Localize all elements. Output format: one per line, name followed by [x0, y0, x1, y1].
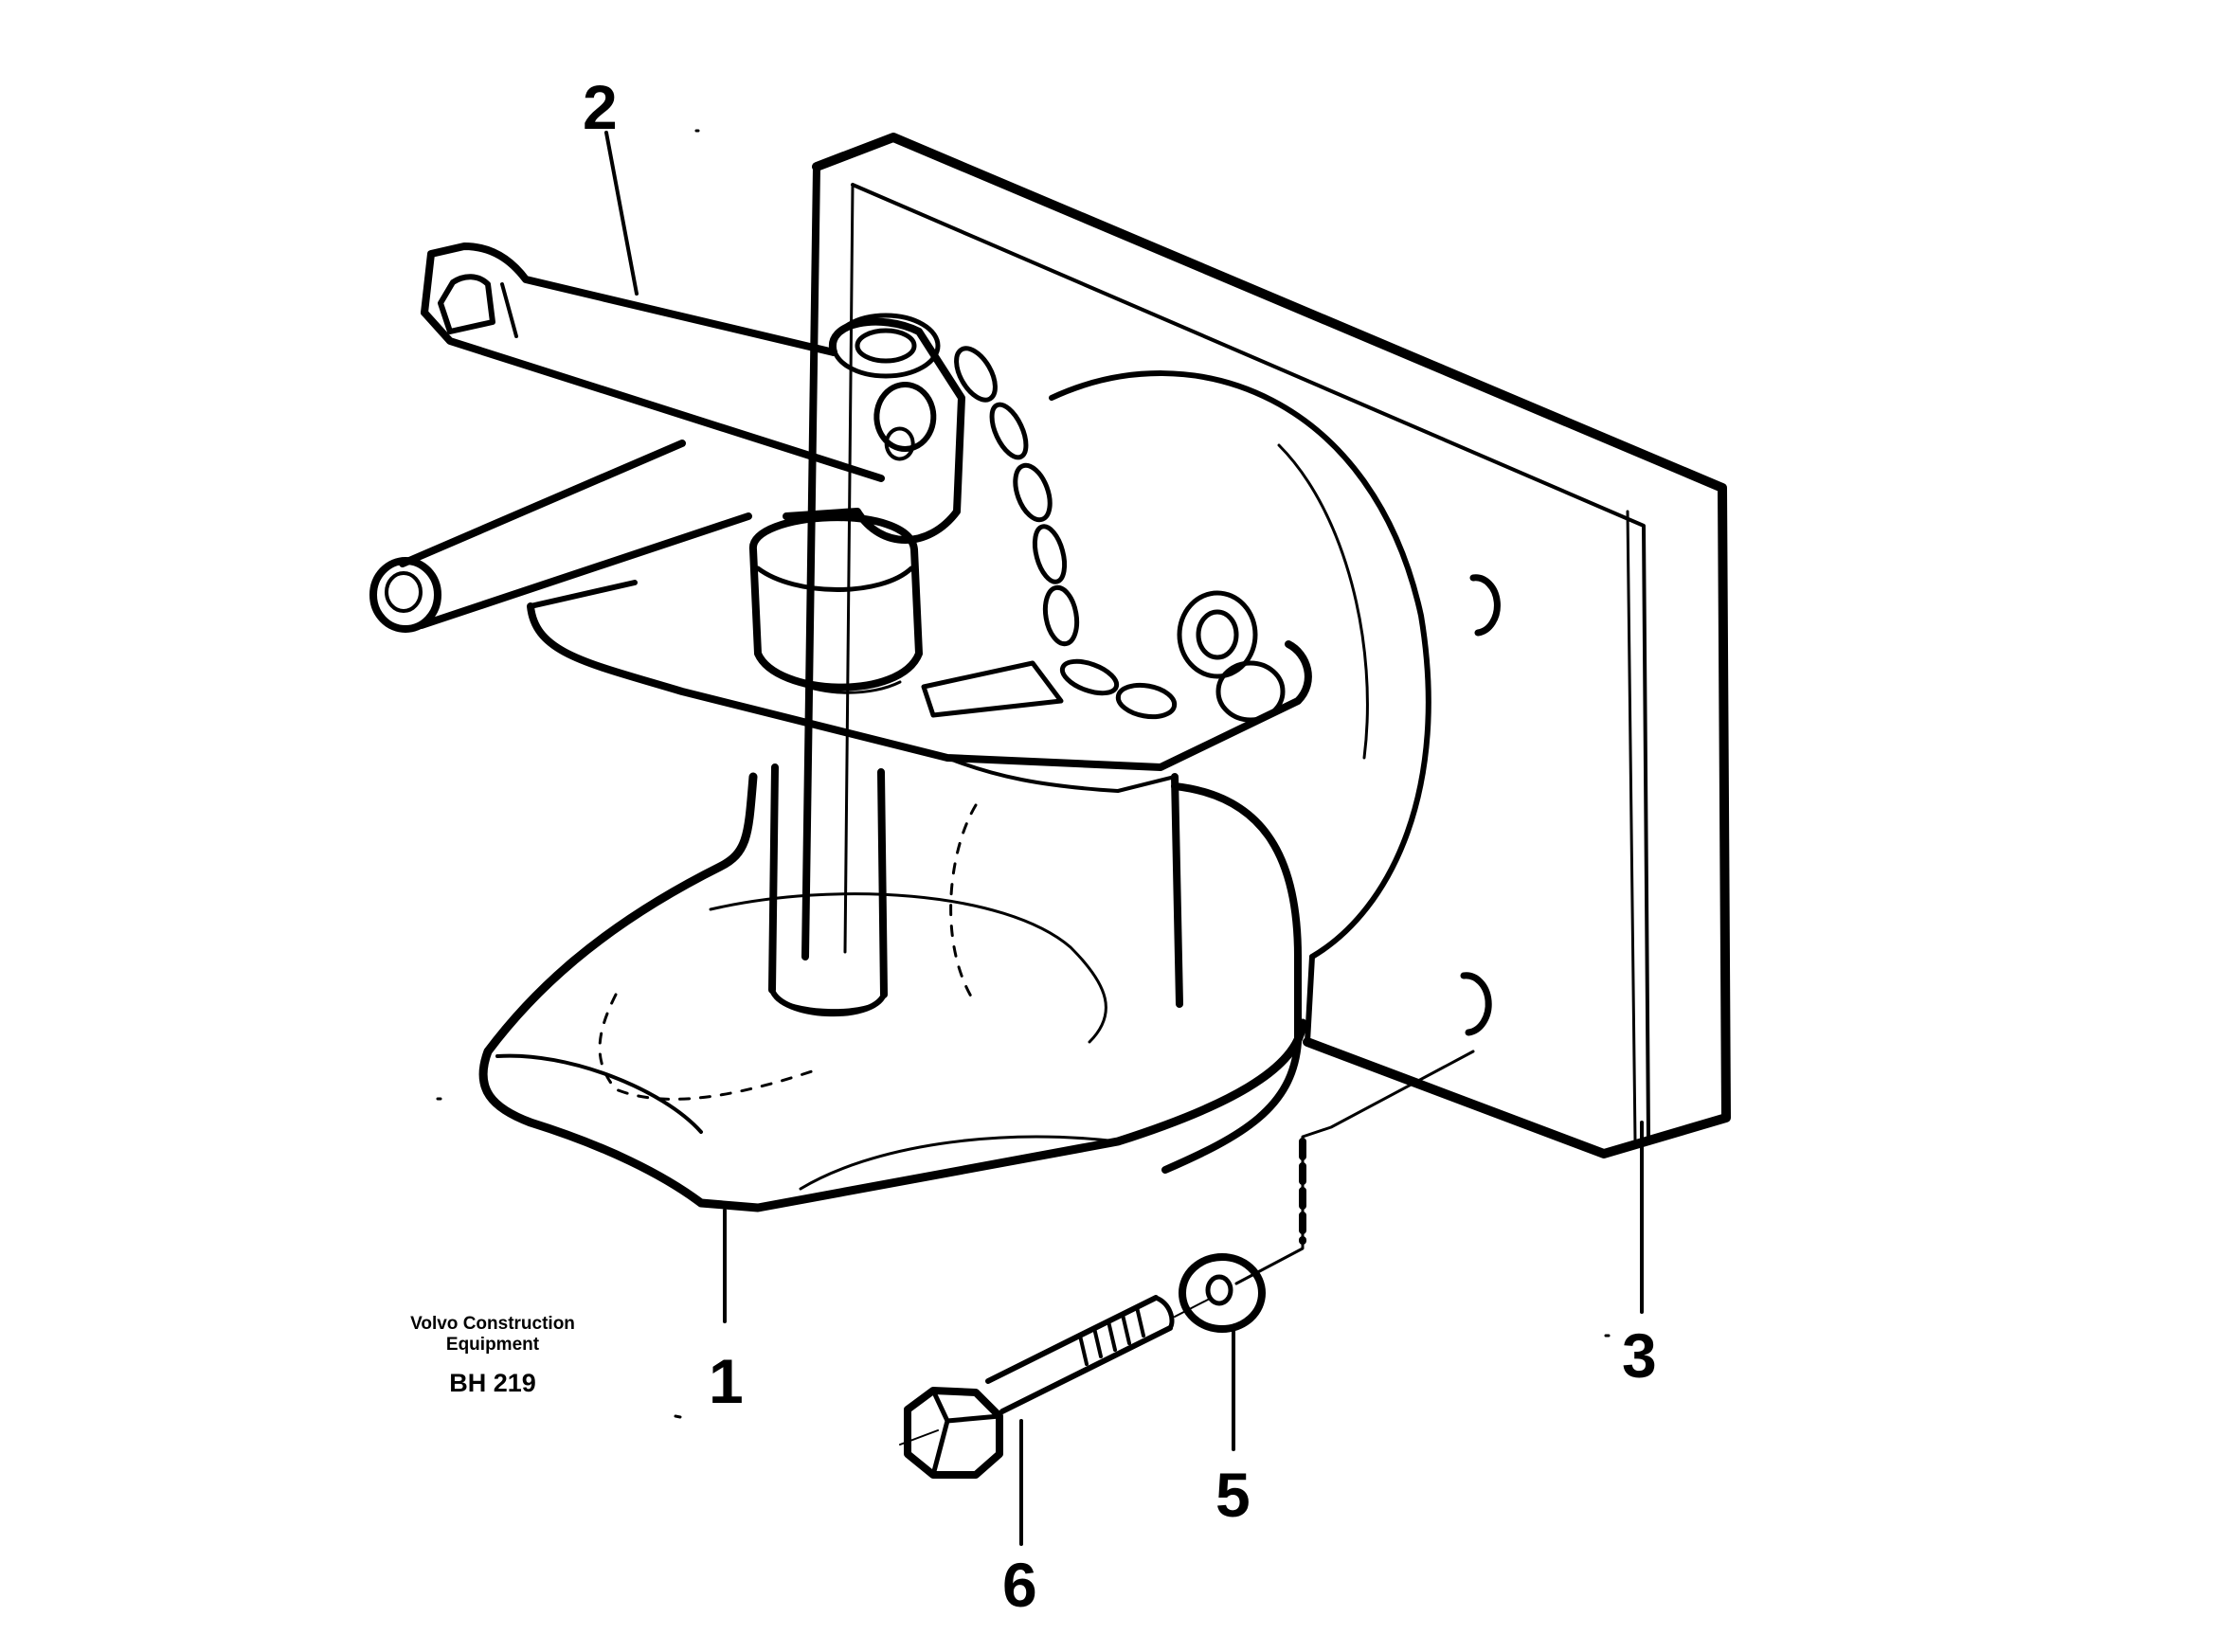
callout-1: 1 — [709, 1346, 744, 1416]
caption-line-1: Volvo Construction — [410, 1314, 575, 1334]
assembly-line — [899, 1050, 1475, 1446]
speck-marks — [436, 129, 1611, 1419]
callout-3: 3 — [1622, 1320, 1657, 1391]
callout-5: 5 — [1215, 1460, 1251, 1530]
safety-chain — [831, 313, 1286, 723]
figure-caption: Volvo Construction Equipment BH 219 — [388, 1314, 597, 1398]
callout-2: 2 — [583, 72, 618, 142]
bolt — [904, 1295, 1175, 1479]
round-flange — [1049, 370, 1431, 1045]
callout-6: 6 — [1002, 1550, 1037, 1620]
release-lever — [369, 242, 965, 633]
figure-code: BH 219 — [449, 1369, 536, 1397]
caption-line-2: Equipment — [445, 1335, 540, 1355]
leader-lines — [604, 131, 1644, 1546]
towing-hook-body — [478, 513, 1312, 1212]
washer — [1179, 1253, 1266, 1333]
mounting-plate — [801, 133, 1731, 1158]
